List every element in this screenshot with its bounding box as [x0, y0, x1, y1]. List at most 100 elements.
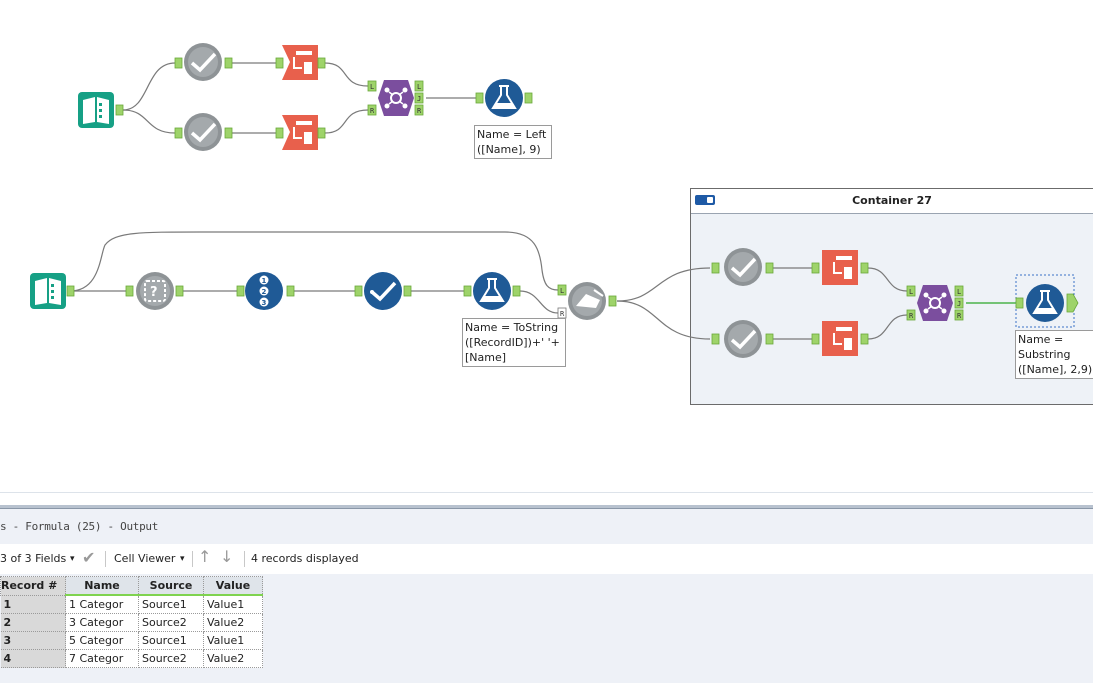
output-anchor[interactable] — [175, 285, 184, 297]
cell-viewer-dropdown[interactable]: Cell Viewer — [114, 552, 176, 565]
input-anchor[interactable] — [125, 285, 134, 297]
connection-wire[interactable] — [122, 109, 176, 134]
input-anchor[interactable] — [354, 285, 363, 297]
table-cell[interactable]: Value1 — [203, 594, 263, 614]
table-cell[interactable]: Value2 — [203, 613, 263, 632]
output-anchor[interactable] — [524, 92, 533, 104]
output-anchor[interactable] — [317, 57, 326, 69]
join-right-anchor[interactable] — [906, 309, 916, 321]
table-row[interactable]: 1 1 Categor Source1 Value1 — [0, 594, 263, 614]
connection-wire[interactable] — [519, 290, 559, 314]
output-anchor[interactable] — [860, 262, 869, 274]
output-anchor[interactable] — [66, 285, 75, 297]
select-tool-icon[interactable] — [184, 113, 222, 151]
table-cell[interactable]: Value2 — [203, 649, 263, 668]
select-tool-icon[interactable] — [724, 248, 762, 286]
checkmark-icon[interactable]: ✔ — [82, 548, 96, 567]
output-anchor[interactable] — [403, 285, 412, 297]
container-toggle-icon[interactable] — [695, 195, 715, 205]
output-anchor[interactable] — [765, 262, 774, 274]
input-anchor[interactable] — [475, 92, 484, 104]
connection-wire[interactable] — [324, 109, 369, 134]
table-cell[interactable]: 7 Categor — [65, 649, 139, 668]
column-header[interactable]: Name — [65, 576, 139, 596]
input-data-tool-icon[interactable] — [30, 273, 66, 309]
table-cell[interactable]: Value1 — [203, 631, 263, 650]
column-header[interactable]: Source — [138, 576, 204, 596]
sample-tool-icon[interactable]: ? — [136, 272, 174, 310]
container-header[interactable]: Container 27 — [691, 189, 1093, 214]
column-header[interactable]: Value — [203, 576, 263, 596]
table-cell[interactable]: Source1 — [138, 631, 204, 650]
tool-container[interactable]: Container 27 — [690, 188, 1093, 405]
table-cell[interactable]: 5 Categor — [65, 631, 139, 650]
append-fields-tool-icon[interactable] — [568, 282, 606, 320]
record-id-tool-icon[interactable]: 1 2 3 — [245, 272, 283, 310]
input-anchor[interactable] — [711, 333, 720, 345]
table-cell[interactable]: 1 Categor — [65, 594, 139, 614]
input-anchor[interactable] — [811, 333, 820, 345]
output-anchor[interactable] — [286, 285, 295, 297]
join-J-output-anchor[interactable] — [954, 297, 964, 309]
crosstab-tool-icon[interactable] — [282, 115, 318, 150]
table-cell[interactable]: Source2 — [138, 613, 204, 632]
arrow-up-icon[interactable]: ↑ — [198, 547, 212, 566]
input-anchor[interactable] — [811, 262, 820, 274]
join-R-output-anchor[interactable] — [414, 104, 424, 116]
input-anchor[interactable] — [275, 127, 284, 139]
input-data-tool-icon[interactable] — [78, 92, 114, 128]
formula-tool-icon[interactable] — [473, 272, 511, 310]
crosstab-tool-icon[interactable] — [822, 250, 858, 285]
panel-splitter[interactable] — [0, 505, 1093, 509]
join-tool-icon[interactable] — [378, 80, 414, 116]
formula-tool-icon[interactable] — [1026, 284, 1064, 322]
output-anchor[interactable] — [317, 127, 326, 139]
select-tool-icon[interactable] — [724, 320, 762, 358]
workflow-canvas[interactable]: Container 27 — [0, 0, 1093, 492]
fields-dropdown[interactable]: 3 of 3 Fields — [0, 552, 67, 565]
append-target-anchor[interactable] — [557, 284, 567, 296]
formula-tool-icon[interactable] — [485, 79, 523, 117]
join-left-anchor[interactable] — [906, 285, 916, 297]
connection-wire[interactable] — [616, 300, 711, 340]
join-tool-icon[interactable] — [917, 285, 953, 321]
input-anchor[interactable] — [236, 285, 245, 297]
input-anchor[interactable] — [1015, 297, 1024, 309]
output-anchor[interactable] — [765, 333, 774, 345]
connection-wire[interactable] — [616, 267, 711, 302]
column-header[interactable]: Record # — [0, 576, 66, 596]
output-anchor[interactable] — [224, 127, 233, 139]
join-L-output-anchor[interactable] — [954, 285, 964, 297]
input-anchor[interactable] — [711, 262, 720, 274]
arrow-down-icon[interactable]: ↓ — [220, 547, 234, 566]
table-cell[interactable]: Source2 — [138, 649, 204, 668]
select-tool-icon[interactable] — [364, 272, 402, 310]
table-row[interactable]: 4 7 Categor Source2 Value2 — [0, 649, 263, 668]
connection-wire[interactable] — [867, 314, 908, 340]
table-row[interactable]: 2 3 Categor Source2 Value2 — [0, 613, 263, 632]
join-right-anchor[interactable] — [367, 104, 377, 116]
select-tool-icon[interactable] — [184, 43, 222, 81]
chevron-down-icon[interactable]: ▾ — [180, 554, 185, 564]
table-cell[interactable]: Source1 — [138, 594, 204, 614]
output-anchor[interactable] — [860, 333, 869, 345]
input-anchor[interactable] — [174, 57, 183, 69]
results-table[interactable]: Record # Name Source Value 1 1 Categor S… — [0, 576, 263, 668]
join-L-output-anchor[interactable] — [414, 80, 424, 92]
connection-wire[interactable] — [122, 62, 176, 111]
input-anchor[interactable] — [275, 57, 284, 69]
output-anchor[interactable] — [115, 104, 124, 116]
output-anchor[interactable] — [608, 295, 617, 307]
input-anchor[interactable] — [463, 285, 472, 297]
table-row[interactable]: 3 5 Categor Source1 Value1 — [0, 631, 263, 650]
connection-wire[interactable] — [867, 267, 908, 292]
output-anchor[interactable] — [224, 57, 233, 69]
input-anchor[interactable] — [174, 127, 183, 139]
connection-wire[interactable] — [69, 231, 559, 292]
chevron-down-icon[interactable]: ▾ — [70, 554, 75, 564]
join-left-anchor[interactable] — [367, 80, 377, 92]
crosstab-tool-icon[interactable] — [282, 45, 318, 80]
join-R-output-anchor[interactable] — [954, 309, 964, 321]
table-cell[interactable]: 3 Categor — [65, 613, 139, 632]
crosstab-tool-icon[interactable] — [822, 321, 858, 356]
